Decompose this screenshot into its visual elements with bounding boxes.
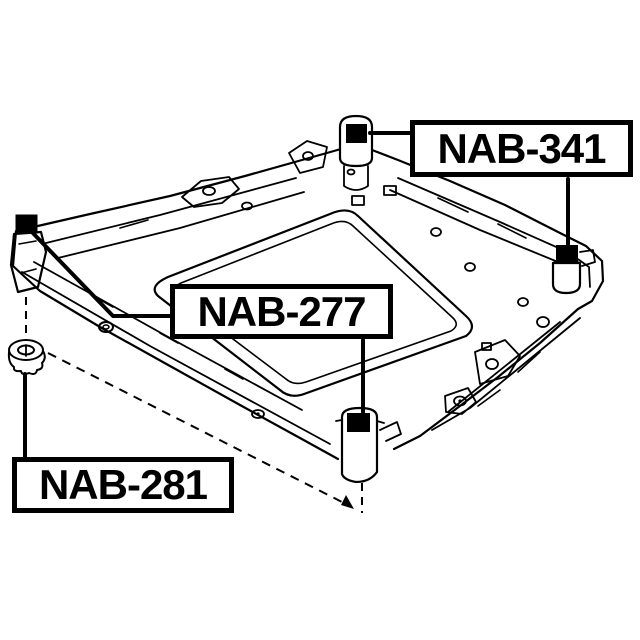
subframe-outer-outline: [11, 147, 605, 461]
part-label-nab-281: NAB-281: [12, 457, 234, 513]
bushing-marker-right: [556, 245, 578, 264]
bottom-mount-bushing: [335, 406, 402, 484]
axis-arrowhead: [341, 495, 354, 509]
bolt-axis-dashed-lines: [25, 297, 363, 513]
leader-nab277: [27, 227, 365, 414]
rail-inner-lines: [21, 177, 581, 445]
bushing-marker-top: [346, 124, 367, 143]
bracket-details: [94, 140, 591, 419]
part-label-nab-277: NAB-277: [170, 284, 393, 339]
part-label-nab-341: NAB-341: [410, 120, 633, 177]
bushing-marker-left: [15, 214, 38, 234]
flange-nut: [7, 339, 46, 376]
leader-nab341: [368, 131, 570, 248]
top-mount-bushing: [338, 114, 374, 191]
bushing-marker-bottom: [347, 413, 370, 432]
left-corner-bracket: [9, 230, 48, 294]
right-mount-bushing: [551, 245, 596, 295]
left-mount-bushing: [15, 214, 38, 234]
leader-lines: [23, 131, 570, 460]
